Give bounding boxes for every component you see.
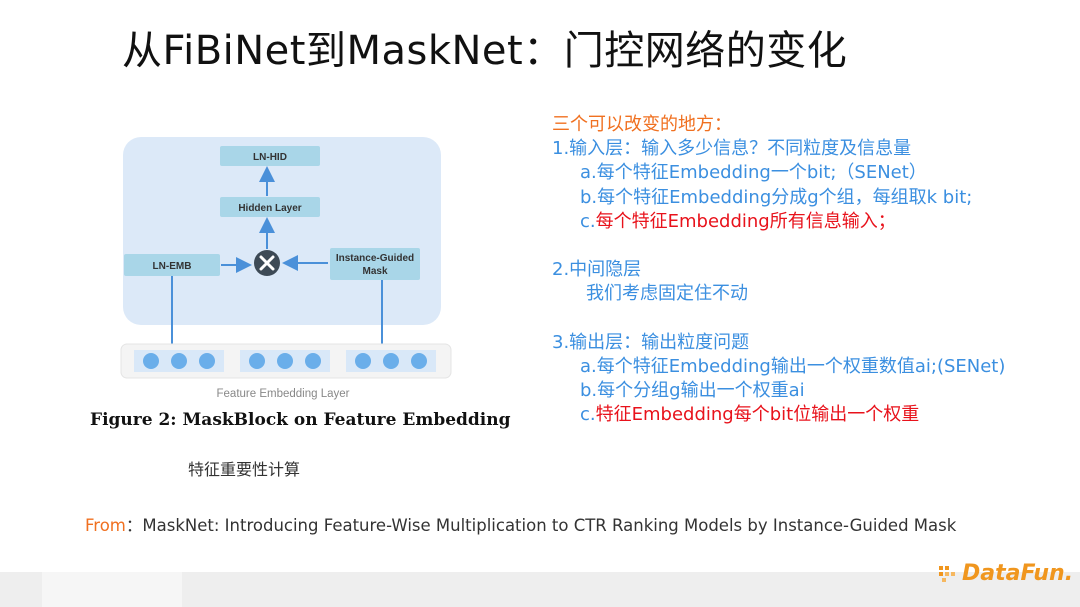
section3-title: 3.输出层：输出粒度问题 (552, 331, 750, 353)
section1-item-c-text: 每个特征Embedding所有信息输入； (595, 210, 896, 232)
section3-item-c-text: 特征Embedding每个bit位输出一个权重 (595, 404, 920, 426)
section1-item-a: a.每个特征Embedding一个bit;（SENet） (580, 162, 927, 184)
from-label: From (85, 516, 126, 535)
embedding-layer-label: Feature Embedding Layer (217, 388, 350, 400)
section3-item-a: a.每个特征Embedding输出一个权重数值ai;(SENet) (580, 356, 1006, 377)
hidden-layer-box (220, 197, 320, 217)
embedding-group-3 (346, 350, 436, 372)
from-text: ：MaskNet: Introducing Feature-Wise Multi… (125, 516, 957, 535)
instance-guided-mask-box (330, 248, 420, 280)
section3-item-b: b.每个分组g输出一个权重ai (580, 380, 805, 402)
section2-title: 2.中间隐层 (552, 259, 642, 281)
ln-emb-box (124, 254, 220, 276)
notes-panel: 三个可以改变的地方： 1.输入层：输入多少信息？不同粒度及信息量 a.每个特征E… (552, 113, 1072, 428)
embedding-group-2 (240, 350, 330, 372)
ln-hid-box (220, 146, 320, 166)
section1-item-c-prefix: c. (580, 210, 596, 232)
hidden-layer-label: Hidden Layer (238, 203, 301, 214)
datafun-logo-icon (939, 566, 955, 582)
slide-title: 从FiBiNet到MaskNet：门控网络的变化 (122, 28, 848, 74)
figure-sub-caption: 特征重要性计算 (188, 460, 301, 479)
datafun-logo-text: DataFun. (962, 560, 1074, 586)
section1-title: 1.输入层：输入多少信息？不同粒度及信息量 (552, 138, 912, 160)
igm-label-line2: Mask (362, 266, 387, 277)
figure-caption: Figure 2: MaskBlock on Feature Embedding (90, 410, 511, 430)
section3-item-c-prefix: c. (580, 404, 596, 426)
maskblock-diagram: LN-HID Hidden Layer LN-EMB Instance-Guid… (120, 137, 452, 400)
bottom-band (0, 572, 1080, 607)
source-citation: From：MaskNet: Introducing Feature-Wise M… (85, 512, 956, 536)
multiply-icon (259, 255, 275, 271)
section1-item-c: c.每个特征Embedding所有信息输入； (552, 210, 1072, 234)
notes-heading: 三个可以改变的地方： (552, 114, 732, 135)
datafun-logo: DataFun. (938, 557, 1073, 589)
ln-hid-label: LN-HID (253, 152, 287, 163)
section1-item-b: b.每个特征Embedding分成g个组，每组取k bit; (580, 186, 973, 208)
section2-line: 我们考虑固定住不动 (586, 283, 748, 305)
section3-item-c: c.特征Embedding每个bit位输出一个权重 (552, 403, 1072, 427)
maskblock-figure: LN-HID Hidden Layer LN-EMB Instance-Guid… (110, 130, 460, 410)
embedding-group-1 (134, 350, 224, 372)
ln-emb-label: LN-EMB (153, 261, 192, 272)
igm-label-line1: Instance-Guided (336, 253, 414, 264)
